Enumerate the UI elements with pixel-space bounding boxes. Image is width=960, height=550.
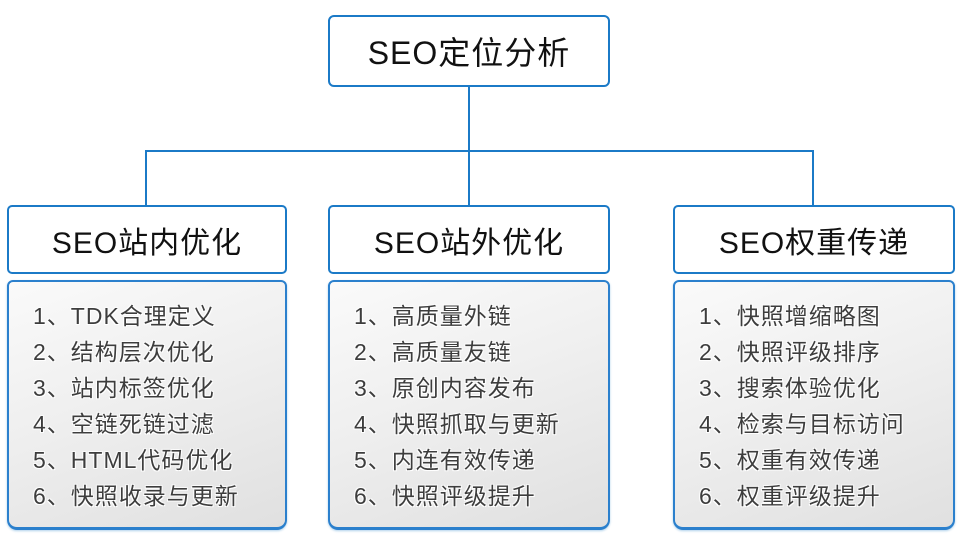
list-item: 1、高质量外链 xyxy=(354,303,512,329)
list-item: 2、高质量友链 xyxy=(354,339,512,365)
list-item: 4、检索与目标访问 xyxy=(699,411,905,437)
connector-horizontal xyxy=(145,150,814,152)
list-item: 2、结构层次优化 xyxy=(33,339,215,365)
list-item: 4、快照抓取与更新 xyxy=(354,411,560,437)
column-onsite: SEO站内优化 1、TDK合理定义 2、结构层次优化 3、站内标签优化 4、空链… xyxy=(7,205,287,530)
column-offsite-list: 1、高质量外链 2、高质量友链 3、原创内容发布 4、快照抓取与更新 5、内连有… xyxy=(328,280,610,530)
connector-drop-middle xyxy=(468,150,470,206)
column-onsite-list: 1、TDK合理定义 2、结构层次优化 3、站内标签优化 4、空链死链过滤 5、H… xyxy=(7,280,287,530)
list-item: 3、站内标签优化 xyxy=(33,375,215,401)
column-onsite-header-label: SEO站内优化 xyxy=(51,226,243,260)
column-weight-header: SEO权重传递 xyxy=(673,205,955,274)
list-item: 1、快照增缩略图 xyxy=(699,303,881,329)
list-item: 3、搜索体验优化 xyxy=(699,375,881,401)
list-item: 1、TDK合理定义 xyxy=(33,303,216,329)
column-offsite-header-label: SEO站外优化 xyxy=(373,226,565,260)
column-weight-header-label: SEO权重传递 xyxy=(718,226,910,260)
column-weight-list: 1、快照增缩略图 2、快照评级排序 3、搜索体验优化 4、检索与目标访问 5、权… xyxy=(673,280,955,530)
root-node: SEO定位分析 xyxy=(328,15,610,87)
connector-drop-right xyxy=(812,150,814,206)
column-offsite-header: SEO站外优化 xyxy=(328,205,610,274)
connector-root-vertical xyxy=(468,87,470,151)
list-item: 2、快照评级排序 xyxy=(699,339,881,365)
root-node-title: SEO定位分析 xyxy=(367,35,571,71)
list-item: 5、内连有效传递 xyxy=(354,447,536,473)
list-item: 5、HTML代码优化 xyxy=(33,447,234,473)
list-item: 6、快照收录与更新 xyxy=(33,483,239,509)
list-item: 6、快照评级提升 xyxy=(354,483,536,509)
column-weight: SEO权重传递 1、快照增缩略图 2、快照评级排序 3、搜索体验优化 4、检索与… xyxy=(673,205,955,530)
connector-drop-left xyxy=(145,150,147,206)
list-item: 4、空链死链过滤 xyxy=(33,411,215,437)
list-item: 5、权重有效传递 xyxy=(699,447,881,473)
column-offsite: SEO站外优化 1、高质量外链 2、高质量友链 3、原创内容发布 4、快照抓取与… xyxy=(328,205,610,530)
list-item: 3、原创内容发布 xyxy=(354,375,536,401)
column-onsite-header: SEO站内优化 xyxy=(7,205,287,274)
list-item: 6、权重评级提升 xyxy=(699,483,881,509)
